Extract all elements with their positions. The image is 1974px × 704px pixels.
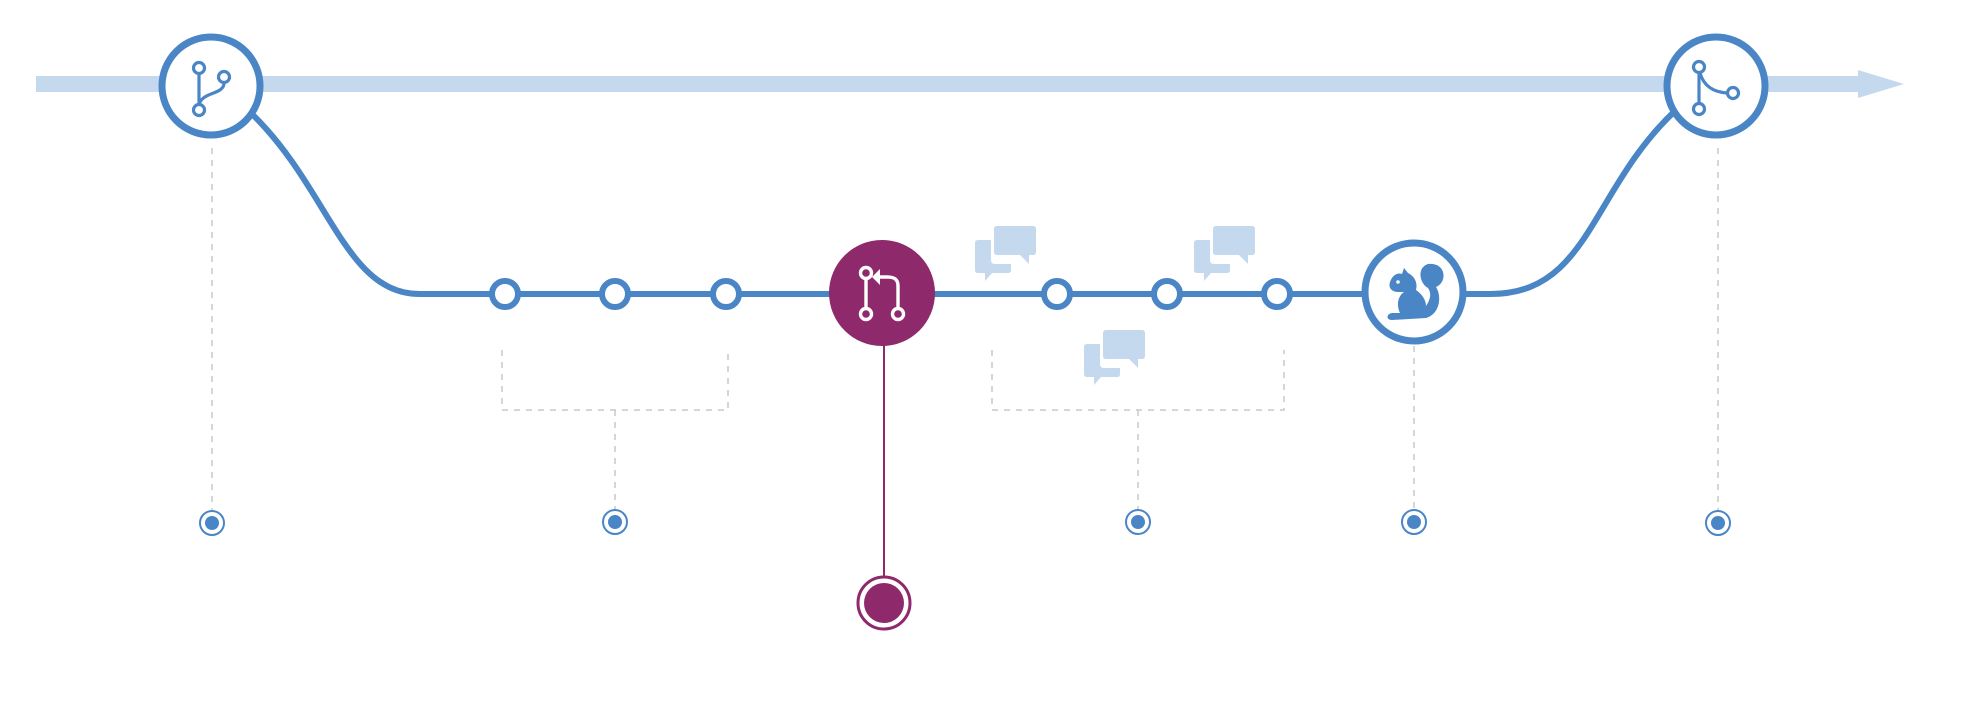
comment-discussion-icon xyxy=(1194,226,1255,281)
commit-node xyxy=(710,278,742,310)
marker-branch xyxy=(199,510,225,536)
commit-node xyxy=(1041,278,1073,310)
commits-after-pr xyxy=(1041,278,1293,310)
deploy-node xyxy=(1361,239,1467,345)
merge-node xyxy=(1663,33,1769,139)
git-merge-icon xyxy=(1691,59,1741,117)
marker-merge xyxy=(1705,510,1731,536)
feature-branch-line xyxy=(249,107,1679,297)
pull-request-node xyxy=(829,240,935,346)
discussion-bubbles xyxy=(975,226,1255,385)
branch-start-node xyxy=(158,33,264,139)
commits-before-pr xyxy=(489,278,742,310)
main-branch-arrowhead xyxy=(1858,70,1904,98)
bottom-markers xyxy=(199,509,1731,631)
squirrel-icon xyxy=(1387,263,1444,320)
commit-node xyxy=(1151,278,1183,310)
dashed-guides xyxy=(211,148,1719,512)
comment-discussion-icon xyxy=(1084,330,1145,385)
commit-node xyxy=(599,278,631,310)
main-branch-line xyxy=(36,76,1876,92)
commits-bracket xyxy=(501,350,729,411)
commit-node xyxy=(1261,278,1293,310)
marker-pull-request xyxy=(856,575,912,631)
marker-deploy xyxy=(1401,509,1427,535)
commit-node xyxy=(489,278,521,310)
marker-commits xyxy=(602,509,628,535)
git-branch-icon xyxy=(191,60,232,118)
comment-discussion-icon xyxy=(975,226,1036,281)
pull-request-icon xyxy=(858,265,906,322)
marker-discussion xyxy=(1125,509,1151,535)
